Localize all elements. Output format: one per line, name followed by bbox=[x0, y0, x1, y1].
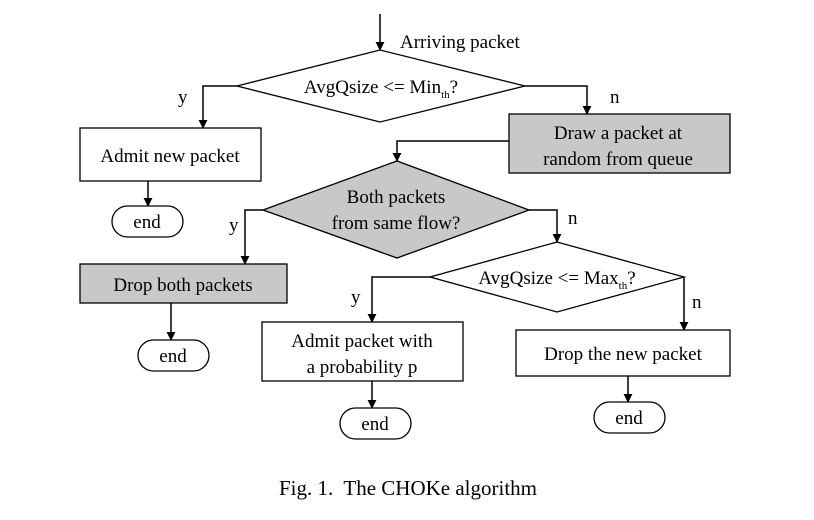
decision-min-threshold: AvgQsize <= Minth? bbox=[236, 49, 526, 123]
drop-both-packets-text: Drop both packets bbox=[113, 275, 252, 296]
draw-random-packet-box: Draw a packet at random from queue bbox=[508, 113, 731, 174]
min-no-label: n bbox=[610, 87, 620, 108]
figure-caption: Fig. 1. The CHOKe algorithm bbox=[279, 476, 537, 500]
flow-no-arrow bbox=[529, 209, 562, 243]
draw-random-line2: random from queue bbox=[543, 149, 693, 170]
end-terminal-3: end bbox=[339, 407, 412, 440]
admit-new-packet-text: Admit new packet bbox=[100, 146, 240, 167]
end-terminal-4-text: end bbox=[615, 408, 643, 429]
admit-new-packet-box: Admit new packet bbox=[79, 127, 262, 182]
drop-both-packets-box: Drop both packets bbox=[79, 263, 288, 304]
max-yes-arrow bbox=[367, 276, 430, 323]
drop-new-packet-text: Drop the new packet bbox=[544, 344, 702, 365]
max-no-label: n bbox=[692, 292, 702, 313]
decision-flow-line2: from same flow? bbox=[332, 213, 461, 234]
admit-prob-line2: a probability p bbox=[307, 357, 418, 378]
decision-min-text: AvgQsize <= Minth? bbox=[304, 77, 458, 101]
end-terminal-2: end bbox=[137, 339, 210, 372]
end-terminal-2-text: end bbox=[159, 346, 187, 367]
end-terminal-1: end bbox=[111, 205, 184, 238]
end-terminal-3-text: end bbox=[361, 414, 389, 435]
decision-max-text: AvgQsize <= Maxth? bbox=[478, 268, 635, 292]
flow-yes-arrow bbox=[240, 209, 263, 265]
decision-max-threshold: AvgQsize <= Maxth? bbox=[427, 241, 687, 313]
draw-random-line1: Draw a packet at bbox=[554, 123, 683, 144]
decision-flow-line1: Both packets bbox=[347, 187, 446, 208]
max-yes-label: y bbox=[351, 287, 361, 308]
flow-no-label: n bbox=[568, 208, 578, 229]
min-yes-arrow bbox=[198, 85, 237, 129]
arriving-packet-label: Arriving packet bbox=[400, 32, 520, 53]
decision-same-flow: Both packets from same flow? bbox=[261, 160, 531, 259]
end-terminal-1-text: end bbox=[133, 212, 161, 233]
flow-yes-label: y bbox=[229, 215, 239, 236]
admit-prob-line1: Admit packet with bbox=[291, 331, 433, 352]
min-yes-label: y bbox=[178, 87, 188, 108]
drop-new-packet-box: Drop the new packet bbox=[515, 329, 731, 377]
admit-probability-box: Admit packet with a probability p bbox=[261, 321, 464, 382]
min-no-arrow bbox=[525, 85, 592, 115]
end-terminal-4: end bbox=[593, 401, 666, 434]
